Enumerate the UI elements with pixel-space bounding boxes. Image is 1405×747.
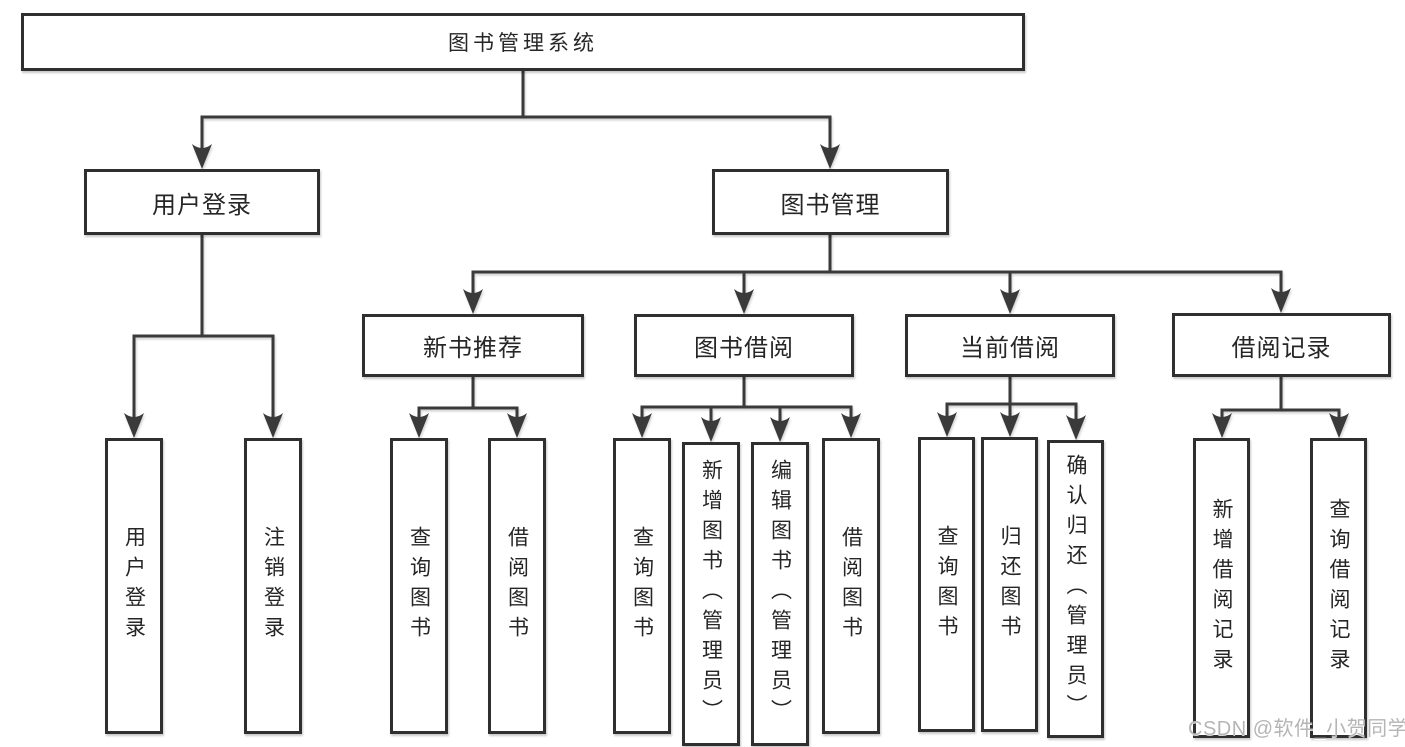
arrowhead-down-icon [409,413,429,438]
node-new-book-recommendation: 新书推荐 [362,314,584,377]
arrowhead-down-icon [734,289,754,314]
node-root-label: 图书管理系统 [448,32,598,55]
node-book-borrowing-label: 图书借阅 [694,335,794,362]
leaf-newbook-borrow-books: 借阅图书 [488,438,546,734]
leaf-current-return-books-label: 归还图书 [998,524,1021,645]
node-root-library-management-system: 图书管理系统 [21,13,1025,71]
arrowhead-down-icon [1329,413,1349,438]
node-current-borrowing: 当前借阅 [905,314,1115,377]
node-current-borrowing-label: 当前借阅 [960,335,1060,362]
arrowhead-down-icon [701,417,721,442]
arrowhead-down-icon [937,412,957,437]
leaf-borrowing-add-book-admin-label: 新增图书（管理员） [699,459,723,729]
node-new-book-recommendation-label: 新书推荐 [423,335,523,362]
arrowhead-down-icon [1000,412,1020,437]
node-borrowing-records-label: 借阅记录 [1231,334,1332,362]
node-book-borrowing: 图书借阅 [634,314,854,377]
arrowhead-down-icon [507,413,527,438]
arrowhead-down-icon [841,413,861,438]
leaf-current-confirm-return-admin-label: 确认归还（管理员） [1064,454,1087,724]
leaf-borrowing-query-books: 查询图书 [613,438,671,734]
leaf-newbook-query-books: 查询图书 [390,438,448,734]
leaf-borrowing-add-book-admin: 新增图书（管理员） [682,442,740,746]
arrowhead-down-icon [1212,413,1232,438]
arrowhead-down-icon [1000,289,1020,314]
leaf-current-query-books-label: 查询图书 [935,524,958,645]
node-book-management: 图书管理 [712,169,949,235]
arrowhead-down-icon [463,289,483,314]
arrowhead-down-icon [770,417,790,442]
node-borrowing-records: 借阅记录 [1172,313,1391,377]
leaf-borrowing-borrow-books-label: 借阅图书 [839,526,863,646]
arrowhead-down-icon [124,413,144,438]
leaf-borrowing-borrow-books: 借阅图书 [822,438,880,734]
leaf-records-add-borrow-record-label: 新增借阅记录 [1210,498,1233,678]
arrowhead-down-icon [263,413,283,438]
node-user-login-label: 用户登录 [152,191,252,219]
leaf-user-login-label: 用户登录 [122,526,146,646]
arrowhead-down-icon [1066,415,1086,440]
leaf-borrowing-edit-book-admin: 编辑图书（管理员） [751,442,809,746]
leaf-newbook-query-books-label: 查询图书 [407,526,431,646]
node-user-login: 用户登录 [84,169,320,235]
arrowhead-down-icon [632,413,652,438]
leaf-current-query-books: 查询图书 [918,437,975,732]
leaf-records-query-borrow-record: 查询借阅记录 [1310,438,1367,738]
arrowhead-down-icon [1271,288,1291,313]
leaf-current-confirm-return-admin: 确认归还（管理员） [1047,440,1104,738]
arrowhead-down-icon [192,144,212,169]
leaf-borrowing-query-books-label: 查询图书 [630,526,654,646]
leaf-logout: 注销登录 [244,438,302,734]
csdn-watermark: CSDN @软件_小贺同学 [1188,718,1405,740]
leaf-logout-label: 注销登录 [261,526,285,646]
leaf-user-login: 用户登录 [105,438,163,734]
leaf-newbook-borrow-books-label: 借阅图书 [505,526,529,646]
leaf-records-query-borrow-record-label: 查询借阅记录 [1327,498,1350,678]
arrowhead-down-icon [820,144,840,169]
node-book-management-label: 图书管理 [780,191,881,219]
leaf-current-return-books: 归还图书 [981,437,1038,732]
leaf-borrowing-edit-book-admin-label: 编辑图书（管理员） [768,459,792,729]
leaf-records-add-borrow-record: 新增借阅记录 [1193,438,1250,738]
